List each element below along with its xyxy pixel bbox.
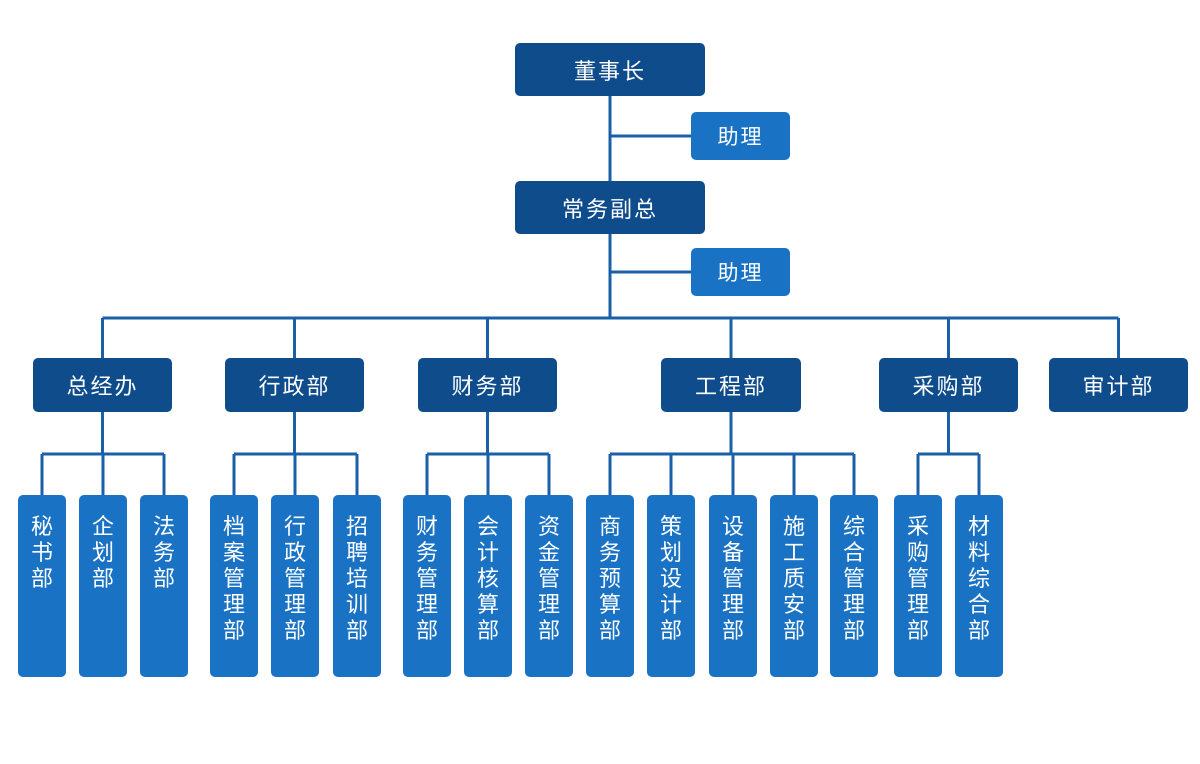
sub-department-box[interactable]: 施 工 质 安 部 xyxy=(770,495,818,677)
department-box[interactable]: 总经办 xyxy=(33,358,172,412)
sub-department-box[interactable]: 行 政 管 理 部 xyxy=(271,495,319,677)
department-box[interactable]: 财务部 xyxy=(418,358,557,412)
sub-department-box[interactable]: 商 务 预 算 部 xyxy=(586,495,634,677)
sub-department-box[interactable]: 档 案 管 理 部 xyxy=(210,495,258,677)
sub-department-box[interactable]: 设 备 管 理 部 xyxy=(709,495,757,677)
sub-department-box[interactable]: 材 料 综 合 部 xyxy=(955,495,1003,677)
sub-department-box[interactable]: 法 务 部 xyxy=(140,495,188,677)
department-box[interactable]: 审计部 xyxy=(1049,358,1188,412)
sub-department-box[interactable]: 策 划 设 计 部 xyxy=(647,495,695,677)
chairman-assistant-box[interactable]: 助理 xyxy=(691,112,790,160)
sub-department-box[interactable]: 综 合 管 理 部 xyxy=(830,495,878,677)
sub-department-box[interactable]: 会 计 核 算 部 xyxy=(464,495,512,677)
vp-assistant-box[interactable]: 助理 xyxy=(691,248,790,296)
vp-box[interactable]: 常务副总 xyxy=(515,181,705,234)
sub-department-box[interactable]: 招 聘 培 训 部 xyxy=(333,495,381,677)
department-box[interactable]: 工程部 xyxy=(661,358,801,412)
sub-department-box[interactable]: 秘 书 部 xyxy=(18,495,66,677)
sub-department-box[interactable]: 财 务 管 理 部 xyxy=(403,495,451,677)
sub-department-box[interactable]: 采 购 管 理 部 xyxy=(894,495,942,677)
sub-department-box[interactable]: 企 划 部 xyxy=(79,495,127,677)
department-box[interactable]: 采购部 xyxy=(879,358,1018,412)
sub-department-box[interactable]: 资 金 管 理 部 xyxy=(525,495,573,677)
chairman-box[interactable]: 董事长 xyxy=(515,43,705,96)
department-box[interactable]: 行政部 xyxy=(225,358,364,412)
